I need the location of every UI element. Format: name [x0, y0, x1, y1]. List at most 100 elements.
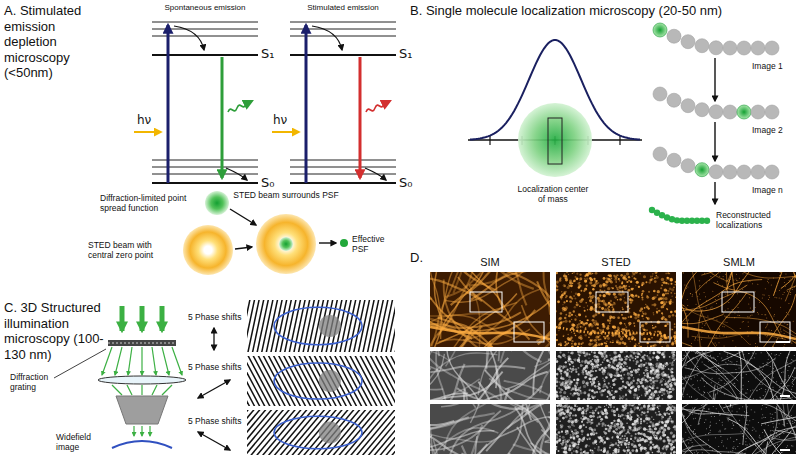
micrograph [636, 345, 637, 346]
micrograph [581, 360, 584, 363]
micrograph [648, 363, 651, 366]
micrograph [644, 375, 646, 377]
micrograph [558, 398, 560, 400]
micrograph [573, 310, 575, 312]
micrograph [572, 345, 574, 347]
micrograph [598, 360, 600, 362]
axis-ticks [489, 136, 490, 145]
micrograph [644, 307, 646, 309]
micrograph [672, 341, 674, 343]
micrograph [738, 307, 739, 308]
micrograph [724, 326, 725, 327]
micrograph [620, 375, 622, 377]
micrograph [572, 324, 575, 327]
micrograph [556, 281, 559, 284]
micrograph [782, 294, 783, 295]
micrograph [688, 320, 689, 321]
micrograph [653, 312, 655, 314]
micrograph [646, 380, 648, 382]
micrograph [670, 283, 672, 285]
micrograph [646, 305, 649, 308]
micrograph [665, 325, 667, 327]
molecule-chain [653, 147, 779, 179]
micrograph [648, 291, 650, 293]
micrograph [667, 374, 669, 376]
micrograph [634, 316, 637, 319]
micrograph [626, 355, 628, 357]
micrograph [595, 342, 597, 344]
sim-optics [162, 385, 172, 395]
sted-psf-scheme [256, 214, 316, 274]
micrograph [733, 279, 734, 280]
micrograph [786, 312, 787, 313]
micrograph [562, 368, 563, 369]
micrograph [602, 323, 605, 326]
micrograph [614, 296, 617, 299]
micrograph [719, 276, 720, 277]
micrograph [564, 366, 566, 368]
micrograph [559, 342, 562, 345]
micrograph [745, 286, 746, 287]
micrograph [646, 296, 649, 299]
micrograph [613, 383, 616, 386]
micrograph [640, 346, 642, 347]
micrograph [785, 316, 786, 317]
stripe-pattern [247, 410, 395, 455]
micrograph [559, 381, 561, 383]
micrograph [571, 319, 572, 320]
micrograph [643, 329, 645, 331]
micrograph [639, 374, 641, 376]
micrograph [602, 315, 604, 317]
micrograph [569, 363, 571, 365]
molecule-chain [751, 165, 765, 179]
micrograph [627, 372, 629, 374]
micrograph [573, 392, 576, 395]
micrograph [598, 282, 599, 283]
micrograph [724, 316, 725, 317]
micrograph [571, 368, 574, 371]
micrograph [664, 297, 667, 300]
micrograph [659, 332, 662, 335]
micrograph [556, 395, 559, 398]
micrograph [713, 283, 782, 339]
micrograph [597, 327, 599, 329]
axis-ticks [619, 136, 620, 145]
micrograph [726, 322, 727, 323]
micrograph [671, 371, 673, 373]
micrograph [631, 335, 632, 336]
micrograph [605, 345, 608, 347]
micrograph [612, 342, 613, 343]
micrograph [658, 362, 659, 363]
micrograph [575, 319, 576, 320]
micrograph [616, 356, 618, 358]
micrograph [793, 321, 794, 322]
micrograph [736, 279, 737, 280]
micrograph [690, 293, 691, 294]
micrograph [668, 315, 671, 318]
micrograph [603, 277, 606, 280]
micrograph [650, 276, 652, 278]
molecule-chain [681, 35, 695, 49]
micrograph [768, 330, 769, 331]
micrograph [665, 273, 667, 275]
micrograph [666, 308, 667, 309]
micrograph [651, 377, 654, 380]
micrograph [578, 286, 580, 288]
micrograph [768, 299, 769, 300]
micrograph [609, 319, 611, 321]
micrograph [659, 310, 661, 312]
micrograph [789, 280, 790, 281]
micrograph [593, 391, 595, 393]
micrograph [571, 323, 574, 326]
micrograph [561, 291, 562, 292]
micrograph [599, 365, 600, 366]
micrograph [574, 297, 576, 299]
micrograph [672, 301, 674, 303]
micrograph [563, 275, 566, 278]
micrograph [579, 320, 581, 322]
micrograph [628, 337, 631, 340]
micrograph [587, 319, 589, 321]
micrograph [796, 336, 797, 345]
micrograph [642, 313, 644, 315]
micrograph [567, 342, 569, 344]
